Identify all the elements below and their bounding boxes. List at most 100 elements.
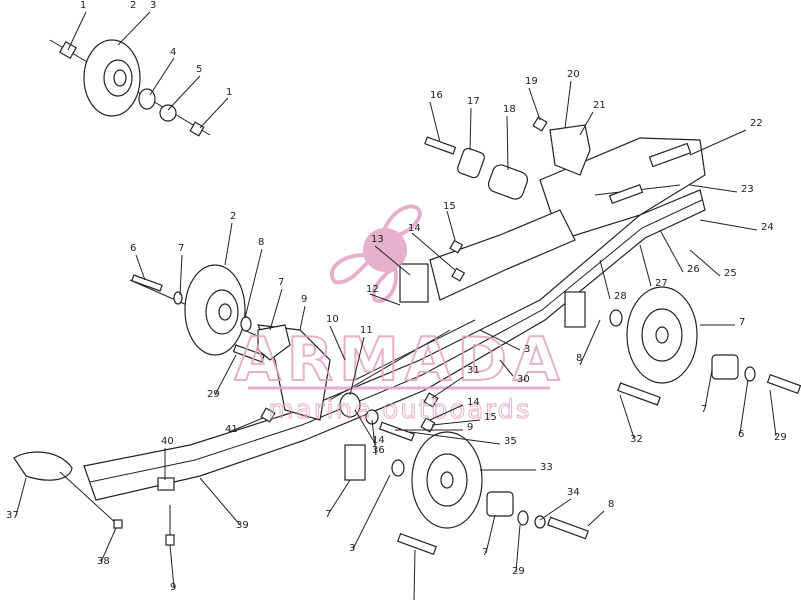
callout-number: 4 bbox=[170, 47, 176, 58]
pivot-bracket bbox=[549, 124, 591, 176]
snap-ring bbox=[159, 104, 177, 122]
callout-number: 15 bbox=[484, 412, 497, 423]
watermark-brand: ARMADA bbox=[234, 325, 565, 395]
spacer bbox=[486, 491, 514, 517]
callout-number: 18 bbox=[503, 104, 516, 115]
spacer-block bbox=[564, 291, 586, 328]
leader-line bbox=[739, 379, 749, 434]
bolt bbox=[165, 534, 175, 546]
callout-number: 24 bbox=[761, 222, 774, 233]
callout-number: 36 bbox=[372, 445, 385, 456]
leader-line bbox=[269, 288, 283, 331]
callout-number: 10 bbox=[326, 314, 339, 325]
washer bbox=[744, 366, 756, 382]
callout-number: 5 bbox=[196, 64, 202, 75]
washer bbox=[173, 291, 183, 305]
callout-number: 3 bbox=[349, 543, 355, 554]
bolt bbox=[547, 516, 589, 540]
leader-line bbox=[429, 404, 464, 421]
leader-line bbox=[354, 409, 377, 446]
callout-number: 14 bbox=[408, 223, 421, 234]
leader-line bbox=[659, 229, 684, 273]
callout-number: 20 bbox=[567, 69, 580, 80]
rail-tip-cap bbox=[13, 451, 73, 481]
callout-number: 6 bbox=[738, 429, 744, 440]
callout-number: 16 bbox=[430, 90, 443, 101]
leader-line bbox=[689, 184, 738, 193]
leader-line bbox=[539, 498, 572, 521]
leader-line bbox=[587, 510, 605, 527]
leader-line bbox=[135, 254, 146, 281]
slot bbox=[648, 142, 692, 168]
leader-line bbox=[431, 419, 481, 426]
leader-line bbox=[479, 329, 521, 351]
leader-line bbox=[244, 248, 263, 319]
callout-number: 29 bbox=[512, 566, 525, 577]
leader-line bbox=[413, 549, 416, 601]
leader-line bbox=[599, 259, 611, 300]
leader-line bbox=[431, 376, 464, 399]
leader-line bbox=[411, 232, 456, 271]
callout-number: 3 bbox=[150, 0, 156, 11]
leader-line bbox=[349, 336, 365, 396]
cross-member bbox=[429, 209, 576, 301]
callout-number: 31 bbox=[467, 365, 480, 376]
leader-line bbox=[689, 249, 721, 277]
pivot-tube bbox=[487, 164, 529, 200]
nut bbox=[420, 417, 436, 433]
callout-number: 14 bbox=[372, 435, 385, 446]
nut bbox=[260, 407, 276, 423]
callout-number: 11 bbox=[360, 325, 373, 336]
washer bbox=[391, 459, 405, 477]
leader-line bbox=[564, 80, 572, 129]
bolt bbox=[378, 421, 415, 442]
leader-line bbox=[179, 254, 183, 296]
leader-line bbox=[199, 97, 229, 129]
washer bbox=[609, 309, 623, 327]
callout-number: 6 bbox=[130, 243, 136, 254]
callout-number: 39 bbox=[236, 520, 249, 531]
leader-line bbox=[299, 305, 306, 331]
leader-line bbox=[100, 527, 117, 563]
clip bbox=[157, 477, 175, 491]
callout-number: 40 bbox=[161, 436, 174, 447]
callout-number: 14 bbox=[467, 397, 480, 408]
bolt bbox=[766, 373, 801, 395]
leader-line bbox=[117, 11, 151, 46]
nut bbox=[189, 121, 205, 137]
callout-number: 21 bbox=[593, 100, 606, 111]
nut bbox=[534, 515, 546, 529]
wheel-right-upper bbox=[564, 286, 801, 406]
nut bbox=[451, 267, 466, 282]
callout-number: 2 bbox=[130, 0, 136, 11]
leader-line bbox=[371, 419, 377, 456]
leader-line bbox=[579, 319, 601, 366]
leader-line bbox=[506, 115, 509, 171]
bushing bbox=[457, 147, 485, 179]
pivot-assembly bbox=[424, 116, 681, 205]
leader-line bbox=[214, 354, 237, 396]
leader-line bbox=[499, 359, 514, 377]
callout-number: 9 bbox=[170, 582, 176, 593]
callout-number: 34 bbox=[567, 487, 580, 498]
callout-number: 25 bbox=[724, 268, 737, 279]
bolt bbox=[131, 274, 163, 292]
leader-line bbox=[329, 325, 346, 361]
callout-number: 32 bbox=[630, 434, 643, 445]
nut bbox=[532, 116, 548, 132]
spacer bbox=[711, 354, 739, 380]
leader-line bbox=[528, 87, 541, 121]
bolt bbox=[424, 136, 457, 155]
callout-number: 7 bbox=[325, 509, 331, 520]
leader-line bbox=[224, 222, 233, 266]
callout-number: 13 bbox=[371, 234, 384, 245]
leader-line bbox=[619, 394, 635, 439]
callout-number: 29 bbox=[207, 389, 220, 400]
leader-line bbox=[699, 219, 758, 231]
callout-number: 41 bbox=[225, 424, 238, 435]
watermark: ARMADA marine outboards bbox=[233, 204, 565, 426]
leader-line bbox=[446, 210, 456, 241]
washer bbox=[517, 510, 529, 526]
